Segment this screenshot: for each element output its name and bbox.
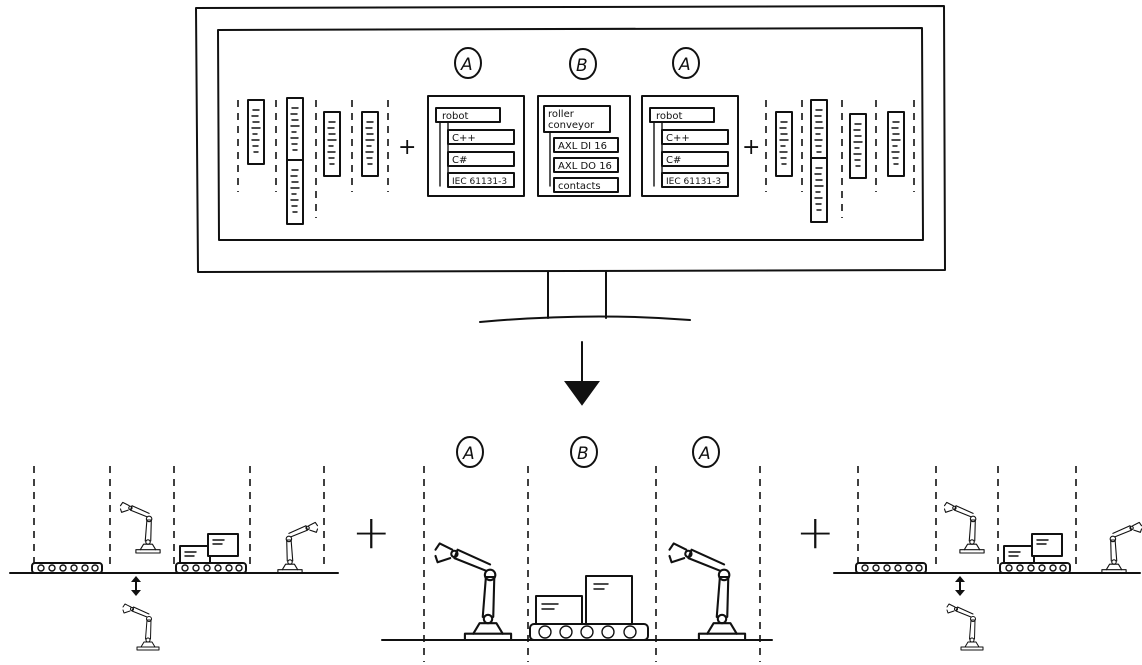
module-b-root-line1: roller — [548, 109, 575, 120]
robot-arm-icon — [945, 502, 985, 553]
plus-operator-bottom-left: + — [352, 505, 391, 559]
up-down-arrow-icon — [955, 576, 965, 596]
roller-conveyor-icon — [32, 563, 102, 573]
box-icon — [586, 576, 632, 624]
roller-conveyor-icon — [530, 624, 648, 640]
robot-arm-icon — [278, 522, 318, 573]
module-a-child-1-left: C++ — [452, 133, 476, 144]
label-a-bottom-right: A — [693, 437, 719, 467]
module-a-child-3-right: IEC 61131-3 — [666, 177, 721, 187]
plus-operator-screen-right: + — [742, 135, 760, 160]
scene-left — [10, 466, 338, 650]
down-arrow-icon — [566, 342, 598, 404]
robot-arm-icon — [947, 604, 983, 650]
svg-text:B: B — [576, 56, 588, 76]
robot-arm-icon — [436, 543, 512, 640]
module-a-child-2-left: C# — [452, 155, 467, 166]
module-a-child-2-right: C# — [666, 155, 681, 166]
module-a-root-right: robot — [656, 111, 682, 122]
roller-conveyor-icon — [1000, 563, 1070, 573]
robot-arm-icon — [1102, 522, 1142, 573]
label-a-bottom-left: A — [457, 437, 483, 467]
label-a-screen-left: A — [455, 48, 481, 78]
plus-operator-bottom-right: + — [796, 505, 835, 559]
module-b-child-2: AXL DO 16 — [558, 161, 612, 172]
module-b-child-1: AXL DI 16 — [558, 141, 607, 152]
module-a-child-1-right: C++ — [666, 133, 690, 144]
module-a-root-left: robot — [442, 111, 468, 122]
label-b-bottom: B — [571, 437, 597, 467]
svg-text:A: A — [698, 444, 711, 464]
robot-arm-icon — [670, 543, 746, 640]
module-a-child-3-left: IEC 61131-3 — [452, 177, 507, 187]
roller-conveyor-icon — [176, 563, 246, 573]
scene-right — [834, 466, 1142, 650]
robot-arm-icon — [123, 604, 159, 650]
scene-center — [382, 466, 772, 662]
svg-text:A: A — [678, 55, 691, 75]
svg-text:A: A — [460, 55, 473, 75]
label-b-screen: B — [570, 49, 596, 79]
module-b-root-line2: conveyor — [548, 120, 595, 131]
block-cards-right — [766, 100, 914, 222]
robot-arm-icon — [121, 502, 161, 553]
box-icon — [536, 596, 582, 624]
svg-text:B: B — [577, 444, 589, 464]
up-down-arrow-icon — [131, 576, 141, 596]
module-b-child-3: contacts — [558, 181, 601, 192]
roller-conveyor-icon — [856, 563, 926, 573]
block-cards-left — [238, 98, 388, 224]
label-a-screen-right: A — [673, 48, 699, 78]
svg-text:A: A — [462, 444, 475, 464]
plus-operator-screen-left: + — [398, 135, 416, 160]
